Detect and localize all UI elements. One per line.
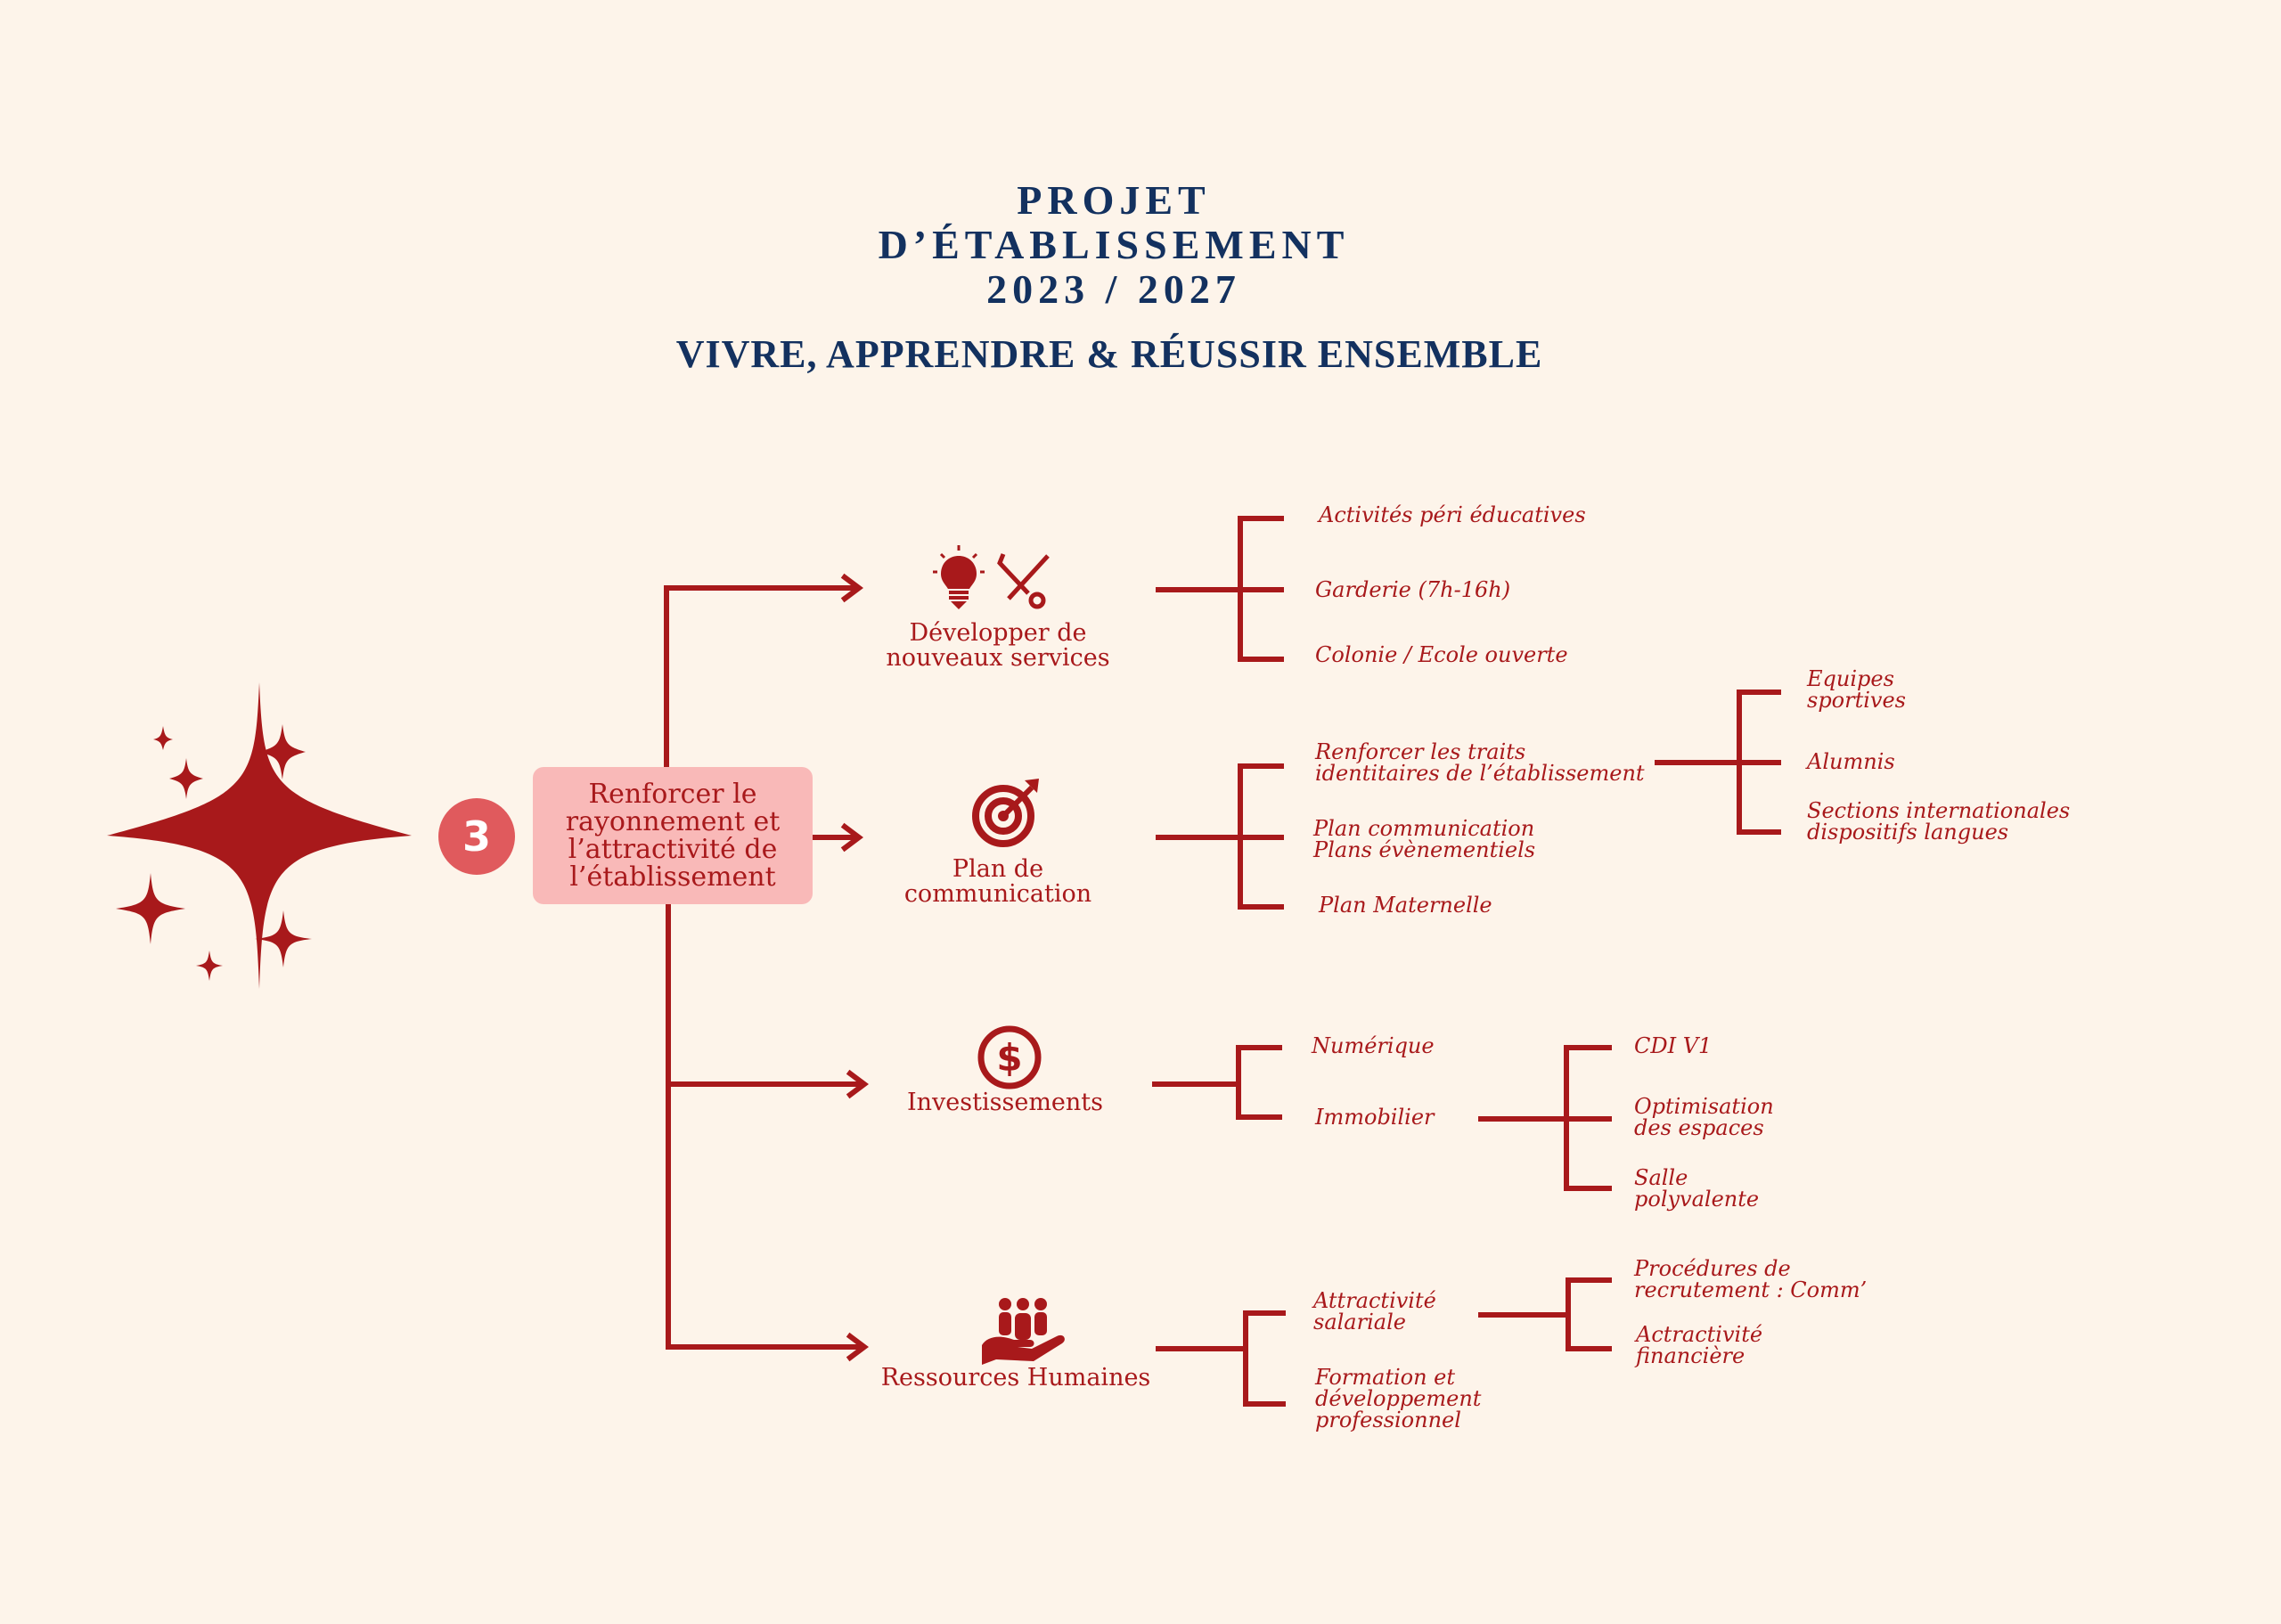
leaf-line: Plans évènementiels bbox=[1313, 837, 1536, 862]
bracket bbox=[1566, 1277, 1612, 1351]
bracket bbox=[1564, 1045, 1612, 1191]
leaf-line: Renforcer les traits bbox=[1315, 739, 1526, 764]
leaf-line: Equipes bbox=[1807, 666, 1894, 691]
axis-number-badge: 3 bbox=[438, 798, 515, 875]
sub-leaf-item: CDI V1 bbox=[1634, 1033, 1713, 1058]
people-hand-icon bbox=[982, 1298, 1065, 1365]
leaf-line: Sections internationales bbox=[1807, 798, 2071, 823]
branch-label-investments[interactable]: Investissements bbox=[907, 1089, 1103, 1116]
sub-leaf-item: Alumnis bbox=[1807, 749, 1895, 774]
title-line: PROJET bbox=[1017, 177, 1211, 223]
leaf-item: Immobilier bbox=[1315, 1105, 1435, 1130]
branch-label-line: Plan de bbox=[952, 855, 1044, 883]
leaf-line: Formation et bbox=[1315, 1365, 1456, 1390]
bracket bbox=[1243, 1310, 1286, 1407]
branch-label-human-resources[interactable]: Ressources Humaines bbox=[880, 1364, 1151, 1391]
leaf-line: Optimisation bbox=[1634, 1094, 1774, 1119]
arrowhead bbox=[846, 1332, 869, 1362]
leaf-item: Activités péri éducatives bbox=[1319, 502, 1586, 527]
axis-title-line: Renforcer le bbox=[588, 779, 757, 810]
bracket bbox=[1737, 690, 1781, 835]
dollar-icon: $ bbox=[977, 1025, 1042, 1089]
arrowhead bbox=[846, 1069, 869, 1099]
page-subtitle: VIVRE, APPRENDRE & RÉUSSIR ENSEMBLE bbox=[675, 332, 1543, 376]
leaf-line: professionnel bbox=[1315, 1408, 1461, 1432]
branch-label-line: communication bbox=[903, 880, 1092, 908]
sub-leaf-item: Actractivité financière bbox=[1636, 1324, 1762, 1367]
bracket bbox=[1236, 1045, 1282, 1120]
leaf-line: salariale bbox=[1313, 1310, 1406, 1334]
axis-title-box[interactable]: Renforcer le rayonnement et l’attractivi… bbox=[533, 767, 813, 904]
leaf-line: polyvalente bbox=[1634, 1187, 1760, 1212]
leaf-line: Plan communication bbox=[1313, 816, 1535, 841]
arrowhead bbox=[840, 573, 863, 603]
leaf-line: Procédures de bbox=[1634, 1256, 1791, 1281]
leaf-line: Actractivité bbox=[1636, 1322, 1763, 1347]
leaf-item: Renforcer les traits identitaires de l’é… bbox=[1315, 741, 1645, 784]
leaf-line: développement bbox=[1315, 1386, 1482, 1411]
sub-leaf-item: Sections internationales dispositifs lan… bbox=[1807, 800, 2070, 843]
leaf-line: des espaces bbox=[1634, 1115, 1764, 1140]
axis-title-line: l’attractivité de bbox=[568, 834, 778, 865]
leaf-item: Garderie (7h-16h) bbox=[1315, 577, 1511, 602]
leaf-item: Numérique bbox=[1312, 1033, 1435, 1058]
leaf-line: sportives bbox=[1807, 688, 1906, 713]
arrowhead bbox=[840, 822, 863, 853]
sub-leaf-item: Salle polyvalente bbox=[1634, 1167, 1759, 1210]
leaf-line: identitaires de l’établissement bbox=[1315, 761, 1645, 786]
sub-leaf-item: Procédures de recrutement : Comm’ bbox=[1634, 1258, 1867, 1301]
leaf-item: Formation et développement professionnel bbox=[1315, 1367, 1481, 1431]
svg-text:$: $ bbox=[996, 1036, 1022, 1080]
leaf-item: Colonie / Ecole ouverte bbox=[1315, 642, 1568, 667]
lightbulb-tools-icon bbox=[933, 545, 1050, 609]
sparkles-icon bbox=[107, 682, 412, 989]
bracket bbox=[1238, 763, 1284, 910]
leaf-item: Plan communication Plans évènementiels bbox=[1313, 818, 1535, 861]
sub-leaf-item: Equipes sportives bbox=[1807, 668, 1906, 711]
axis-title-line: l’établissement bbox=[569, 861, 776, 893]
leaf-line: dispositifs langues bbox=[1807, 820, 2009, 845]
leaf-line: financière bbox=[1636, 1343, 1745, 1368]
branch-label-communication[interactable]: Plan de communication bbox=[855, 857, 1140, 907]
target-icon bbox=[972, 779, 1039, 847]
leaf-item: Plan Maternelle bbox=[1319, 893, 1492, 918]
branch-label-new-services[interactable]: Développer de nouveaux services bbox=[855, 621, 1140, 671]
page-title: PROJET D’ÉTABLISSEMENT 2023 / 2027 bbox=[0, 178, 2228, 312]
leaf-line: Salle bbox=[1634, 1165, 1688, 1190]
title-line: D’ÉTABLISSEMENT bbox=[878, 222, 1350, 267]
sub-leaf-item: Optimisation des espaces bbox=[1634, 1096, 1774, 1138]
title-line: 2023 / 2027 bbox=[986, 266, 1241, 312]
leaf-line: Attractivité bbox=[1313, 1288, 1436, 1313]
branch-label-line: nouveaux services bbox=[886, 644, 1110, 672]
axis-title-line: rayonnement et bbox=[565, 806, 781, 837]
leaf-item: Attractivité salariale bbox=[1313, 1290, 1436, 1333]
branch-label-line: Développer de bbox=[909, 619, 1087, 647]
leaf-line: recrutement : Comm’ bbox=[1634, 1277, 1868, 1302]
